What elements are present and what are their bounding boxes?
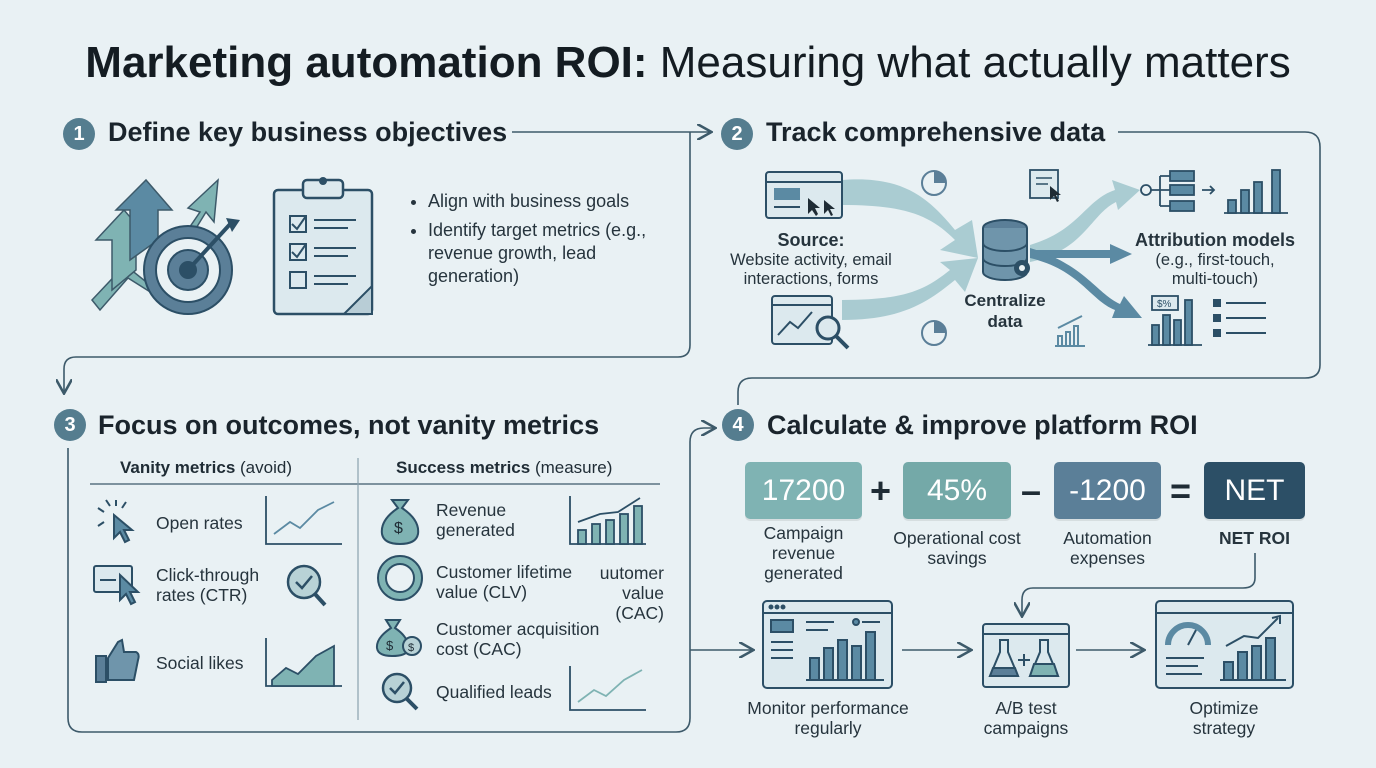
monitor-performance-label: Monitor performance regularly bbox=[747, 698, 909, 738]
step-1-title: Define key business objectives bbox=[108, 117, 508, 147]
money-bag-icon: $ bbox=[380, 499, 420, 546]
pie-chart-icon bbox=[921, 170, 947, 196]
vanity-item: Social likes bbox=[156, 653, 244, 673]
document-icon bbox=[1029, 169, 1061, 202]
monitor-dashboard-icon bbox=[762, 600, 893, 689]
pie-chart-icon bbox=[921, 320, 947, 346]
success-metrics-header: Success metrics (measure) bbox=[396, 458, 613, 477]
step-3-number: 3 bbox=[54, 409, 86, 441]
source-label: Source: Website activity, email interact… bbox=[730, 230, 892, 288]
equals-operator: = bbox=[1170, 470, 1192, 511]
browser-window-icon bbox=[765, 171, 843, 219]
plus-operator: + bbox=[870, 470, 892, 511]
campaign-revenue-box: 17200 bbox=[745, 462, 862, 519]
step-2-title: Track comprehensive data bbox=[766, 117, 1106, 147]
vanity-item: Open rates bbox=[156, 513, 243, 533]
target-icon bbox=[143, 218, 240, 315]
donut-chart-icon bbox=[377, 555, 423, 601]
ab-test-flask-icon bbox=[982, 623, 1070, 688]
success-item: Customer lifetime value (CLV) bbox=[436, 562, 573, 602]
cost-savings-box: 45% bbox=[903, 462, 1011, 519]
minus-operator: – bbox=[1021, 470, 1042, 511]
overlap-text: uutomer value (CAC) bbox=[584, 563, 664, 623]
campaign-revenue-label: Campaign revenue generated bbox=[763, 523, 844, 583]
qualified-line-icon bbox=[569, 666, 646, 711]
page-title: Marketing automation ROI: Measuring what… bbox=[85, 38, 1291, 87]
net-roi-label: NET ROI bbox=[1219, 528, 1290, 548]
area-chart-icon bbox=[265, 638, 342, 687]
optimize-gauge-icon bbox=[1155, 600, 1294, 689]
thumbs-up-icon bbox=[95, 638, 140, 683]
automation-expenses-box: -1200 bbox=[1054, 462, 1161, 519]
bar-trend-icon bbox=[569, 496, 646, 545]
success-item: Qualified leads bbox=[436, 682, 552, 702]
optimize-strategy-label: Optimize strategy bbox=[1189, 698, 1259, 738]
cost-savings-label: Operational cost savings bbox=[893, 528, 1021, 568]
step-1-number: 1 bbox=[63, 118, 95, 150]
bar-chart-icon bbox=[1224, 169, 1288, 214]
svg-text:$: $ bbox=[408, 642, 414, 654]
success-item: Revenue generated bbox=[436, 500, 515, 540]
step-4-number: 4 bbox=[722, 409, 754, 441]
money-coins-icon: $ $ bbox=[375, 619, 422, 658]
list-icon bbox=[1213, 299, 1266, 337]
attribution-tree-icon bbox=[1140, 170, 1216, 212]
small-bar-chart-icon bbox=[1055, 315, 1085, 347]
vanity-metrics-header: Vanity metrics (avoid) bbox=[120, 458, 292, 477]
click-browser-icon bbox=[93, 565, 141, 606]
success-item: Customer acquisition cost (CAC) bbox=[436, 619, 600, 659]
vanity-item: Click-through rates (CTR) bbox=[156, 565, 260, 605]
cursor-click-icon bbox=[97, 499, 135, 544]
database-icon bbox=[982, 219, 1030, 281]
svg-text:$%: $% bbox=[1157, 299, 1172, 310]
bullet-item: Identify target metrics (e.g., revenue g… bbox=[428, 219, 660, 288]
attribution-models-label: Attribution models (e.g., first-touch, m… bbox=[1135, 230, 1295, 288]
qualified-search-icon bbox=[381, 672, 419, 711]
svg-text:$: $ bbox=[386, 638, 394, 653]
bullet-item: Align with business goals bbox=[428, 190, 660, 213]
centralize-data-label: Centralize data bbox=[964, 291, 1046, 331]
step-2-number: 2 bbox=[721, 118, 753, 150]
svg-text:$: $ bbox=[394, 520, 403, 537]
objectives-bullets: Align with business goals Identify targe… bbox=[410, 190, 660, 294]
automation-expenses-label: Automation expenses bbox=[1063, 528, 1152, 568]
finance-bar-icon: $% bbox=[1148, 295, 1202, 346]
step-3-title: Focus on outcomes, not vanity metrics bbox=[98, 410, 600, 440]
checklist-clipboard-icon bbox=[272, 177, 374, 316]
analytics-search-icon bbox=[771, 295, 850, 350]
search-check-icon bbox=[286, 564, 327, 607]
step-4-title: Calculate & improve platform ROI bbox=[767, 410, 1198, 440]
line-chart-icon bbox=[265, 496, 342, 545]
ab-test-label: A/B test campaigns bbox=[983, 698, 1069, 738]
net-roi-box: NET bbox=[1204, 462, 1305, 519]
